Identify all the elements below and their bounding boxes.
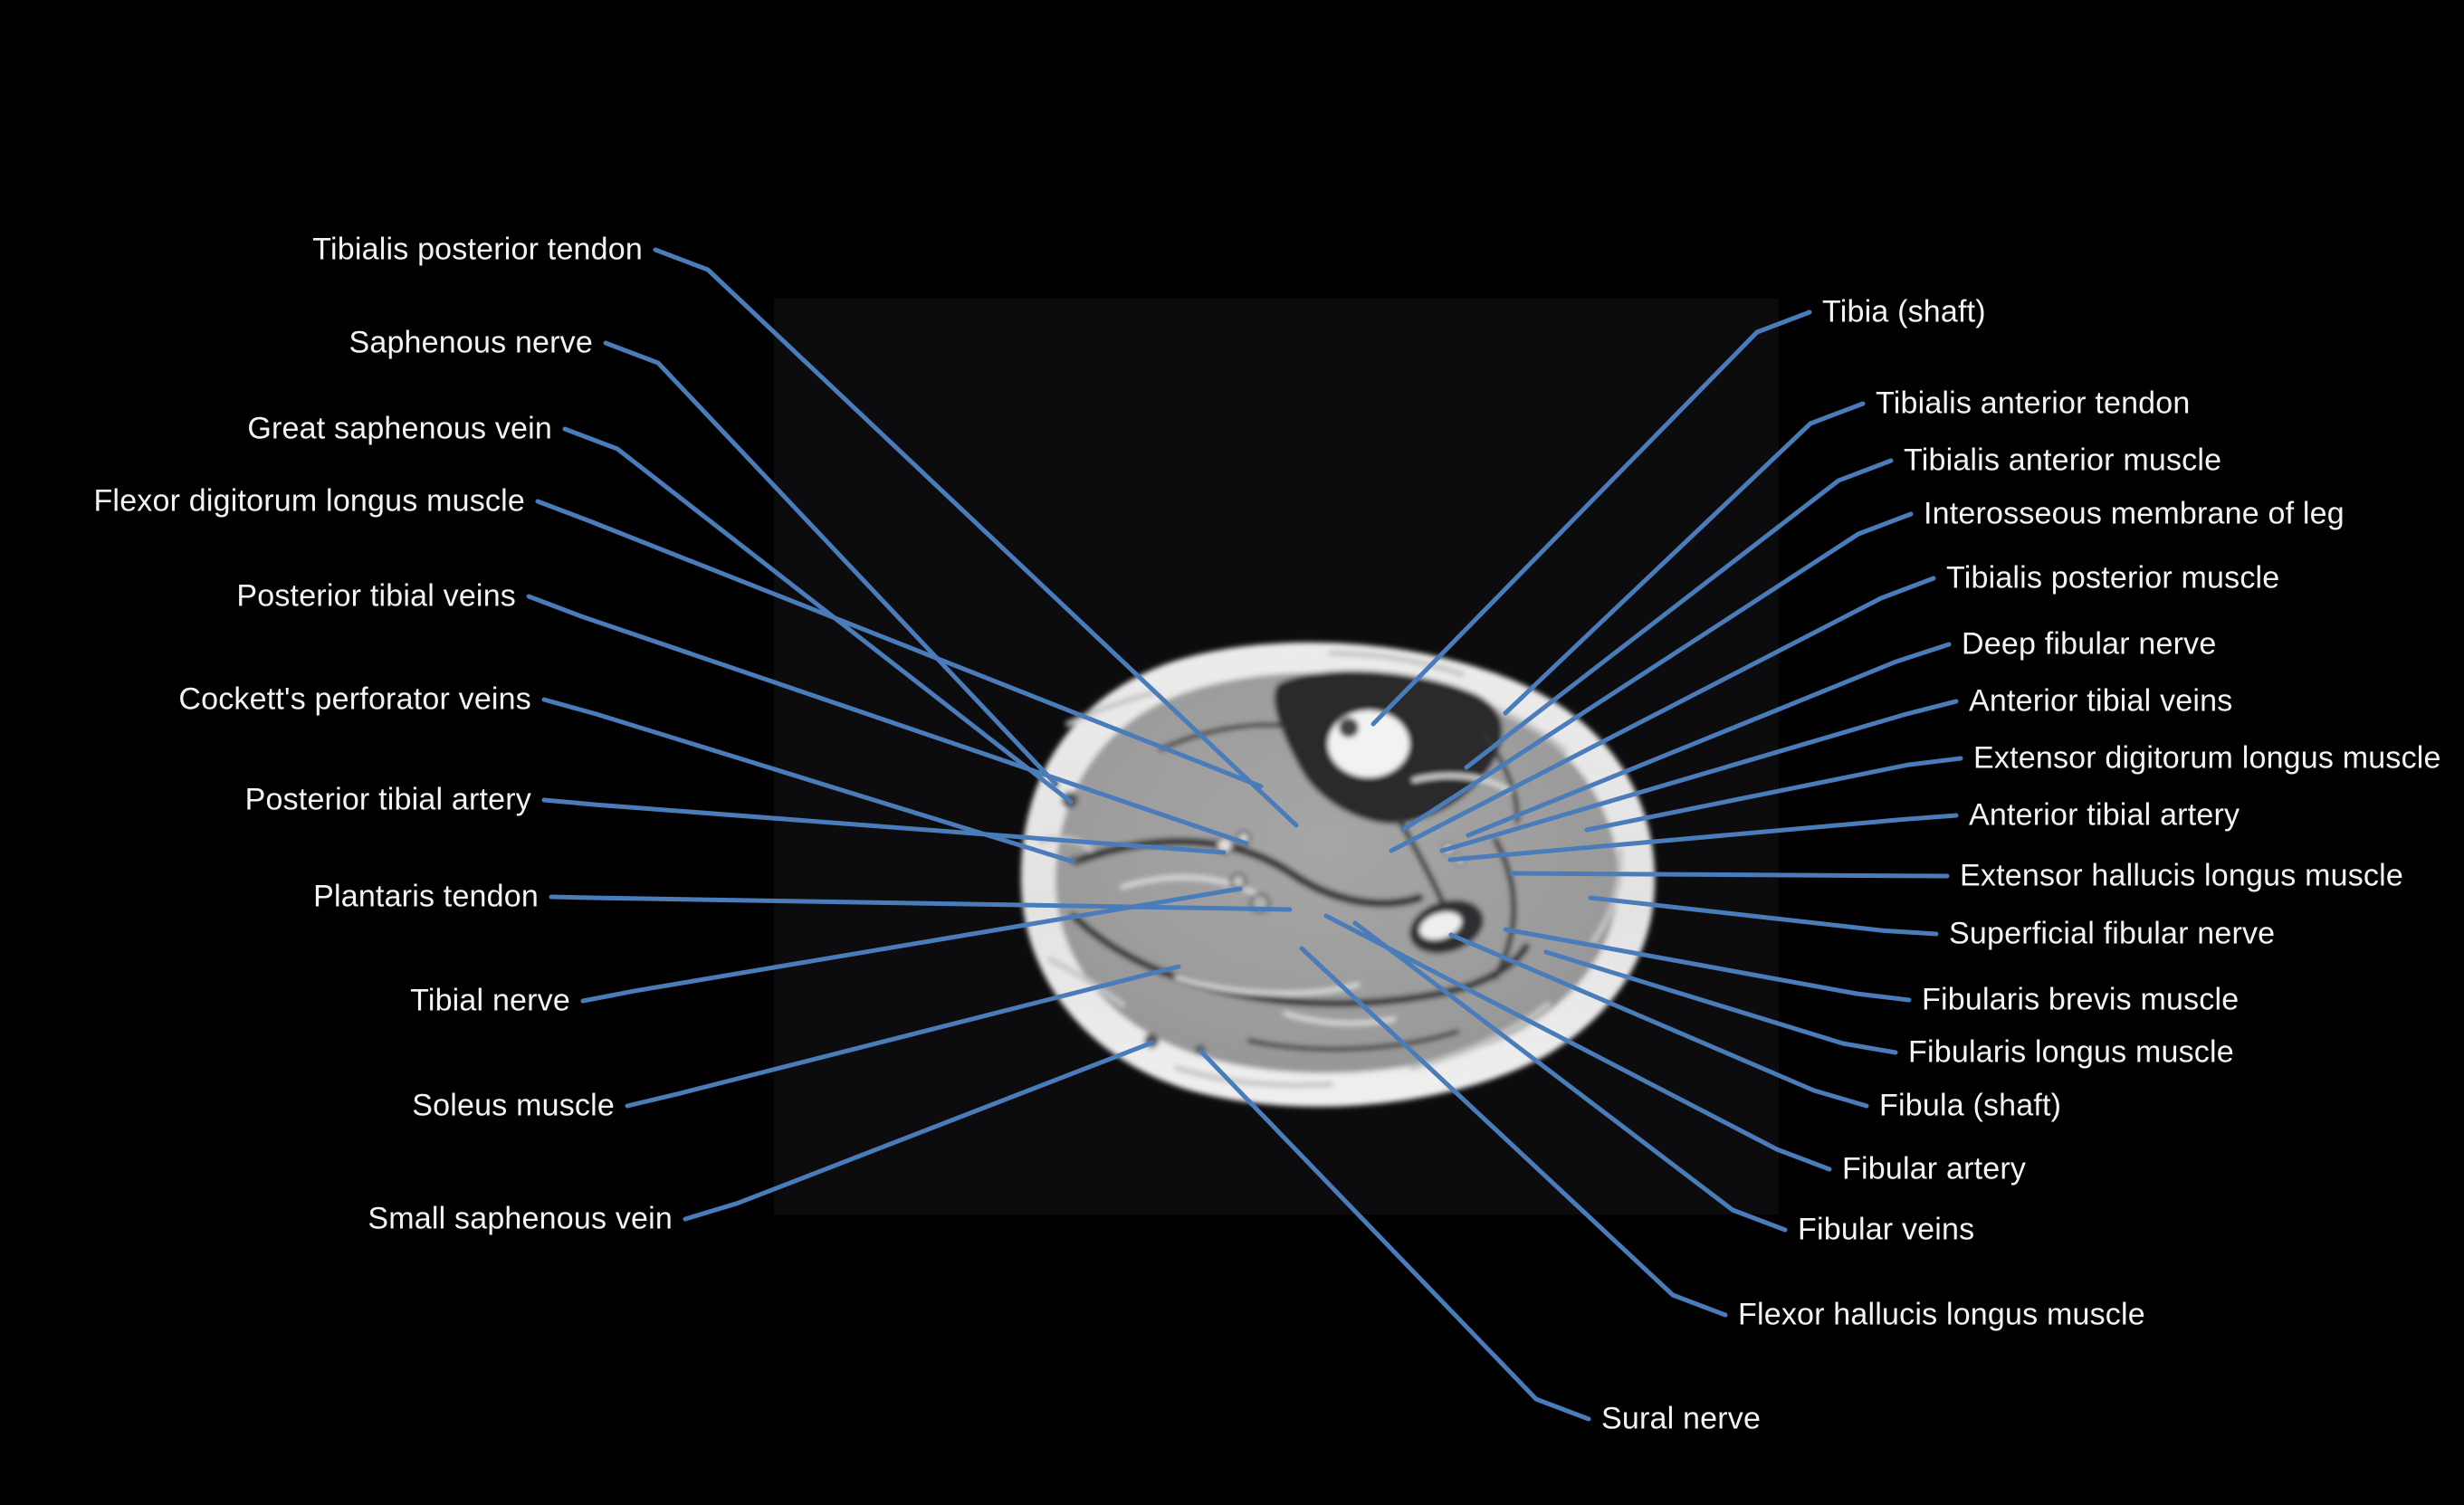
leader-lines (526, 247, 1963, 1422)
mri-grain (1020, 642, 1656, 1107)
leader-line-fibular-artery (1323, 913, 1832, 1172)
leader-line-cocketts-perforator-veins (541, 697, 1075, 864)
leader-line-plantaris-tendon (549, 894, 1293, 912)
leader-line-flexor-digitorum-longus-muscle (535, 499, 1264, 789)
anatomy-label-tibialis-posterior-tendon: Tibialis posterior tendon (312, 232, 643, 267)
anatomy-label-flexor-digitorum-longus-muscle: Flexor digitorum longus muscle (93, 483, 525, 519)
anatomy-label-anterior-tibial-veins: Anterior tibial veins (1969, 683, 2233, 719)
leader-line-deep-fibular-nerve (1466, 642, 1952, 838)
leader-line-fibularis-longus-muscle (1543, 949, 1898, 1055)
anatomy-label-extensor-digitorum-longus-muscle: Extensor digitorum longus muscle (1973, 740, 2441, 776)
anatomy-label-fibula-shaft: Fibula (shaft) (1879, 1088, 2062, 1123)
leader-line-small-saphenous-vein (683, 1040, 1155, 1222)
leader-line-tibia-shaft (1370, 310, 1812, 727)
anatomy-label-fibularis-longus-muscle: Fibularis longus muscle (1908, 1034, 2234, 1070)
anatomy-label-posterior-tibial-artery: Posterior tibial artery (244, 782, 531, 817)
anatomy-label-tibial-nerve: Tibial nerve (410, 983, 570, 1018)
anatomy-label-deep-fibular-nerve: Deep fibular nerve (1962, 626, 2217, 662)
anatomy-label-superficial-fibular-nerve: Superficial fibular nerve (1949, 916, 2276, 951)
leader-line-interosseous-membrane-of-leg (1400, 511, 1914, 833)
leader-line-tibialis-posterior-muscle (1389, 576, 1936, 853)
anatomy-label-sural-nerve: Sural nerve (1601, 1401, 1762, 1436)
anatomy-label-tibialis-anterior-tendon: Tibialis anterior tendon (1876, 386, 2191, 421)
leader-line-fibular-veins (1352, 920, 1788, 1233)
anatomy-label-extensor-hallucis-longus-muscle: Extensor hallucis longus muscle (1960, 858, 2403, 893)
leader-line-saphenous-nerve (603, 340, 1058, 786)
leader-line-anterior-tibial-veins (1439, 699, 1959, 853)
anatomy-label-cocketts-perforator-veins: Cockett's perforator veins (178, 681, 531, 717)
anatomy-label-posterior-tibial-veins: Posterior tibial veins (236, 578, 516, 614)
anatomy-label-interosseous-membrane-of-leg: Interosseous membrane of leg (1924, 496, 2345, 531)
anatomy-label-tibia-shaft: Tibia (shaft) (1822, 294, 1986, 329)
anatomy-label-tibialis-anterior-muscle: Tibialis anterior muscle (1904, 443, 2222, 478)
anatomy-label-fibular-veins: Fibular veins (1798, 1212, 1975, 1247)
leader-line-posterior-tibial-artery (541, 797, 1227, 855)
anatomy-label-flexor-hallucis-longus-muscle: Flexor hallucis longus muscle (1738, 1297, 2145, 1332)
leader-line-soleus-muscle (625, 964, 1181, 1109)
leader-line-superficial-fibular-nerve (1588, 895, 1939, 937)
leader-line-great-saphenous-vein (562, 426, 1074, 805)
anatomy-label-tibialis-posterior-muscle: Tibialis posterior muscle (1946, 560, 2280, 595)
leader-line-tibialis-posterior-tendon (653, 247, 1299, 828)
leader-line-flexor-hallucis-longus-muscle (1299, 946, 1728, 1318)
leader-line-tibialis-anterior-muscle (1464, 458, 1894, 770)
anatomy-label-fibular-artery: Fibular artery (1842, 1151, 2027, 1186)
anatomy-label-great-saphenous-vein: Great saphenous vein (247, 411, 552, 446)
leader-line-posterior-tibial-veins (526, 594, 1249, 846)
leader-line-extensor-hallucis-longus-muscle (1509, 871, 1950, 879)
anatomy-label-plantaris-tendon: Plantaris tendon (313, 879, 539, 914)
leader-line-fibularis-brevis-muscle (1503, 927, 1912, 1003)
anatomy-label-small-saphenous-vein: Small saphenous vein (368, 1201, 673, 1236)
leader-line-fibula-shaft (1448, 932, 1869, 1109)
anatomy-label-saphenous-nerve: Saphenous nerve (349, 325, 593, 360)
anatomy-label-fibularis-brevis-muscle: Fibularis brevis muscle (1922, 982, 2240, 1017)
leader-line-tibialis-anterior-tendon (1503, 401, 1866, 716)
leader-line-extensor-digitorum-longus-muscle (1584, 756, 1963, 833)
leader-line-tibial-nerve (580, 886, 1243, 1004)
mri-cross-section (1020, 642, 1656, 1107)
anatomy-label-soleus-muscle: Soleus muscle (412, 1088, 615, 1123)
anatomy-label-anterior-tibial-artery: Anterior tibial artery (1969, 797, 2240, 833)
leader-line-sural-nerve (1199, 1049, 1591, 1422)
leader-line-anterior-tibial-artery (1447, 813, 1959, 862)
